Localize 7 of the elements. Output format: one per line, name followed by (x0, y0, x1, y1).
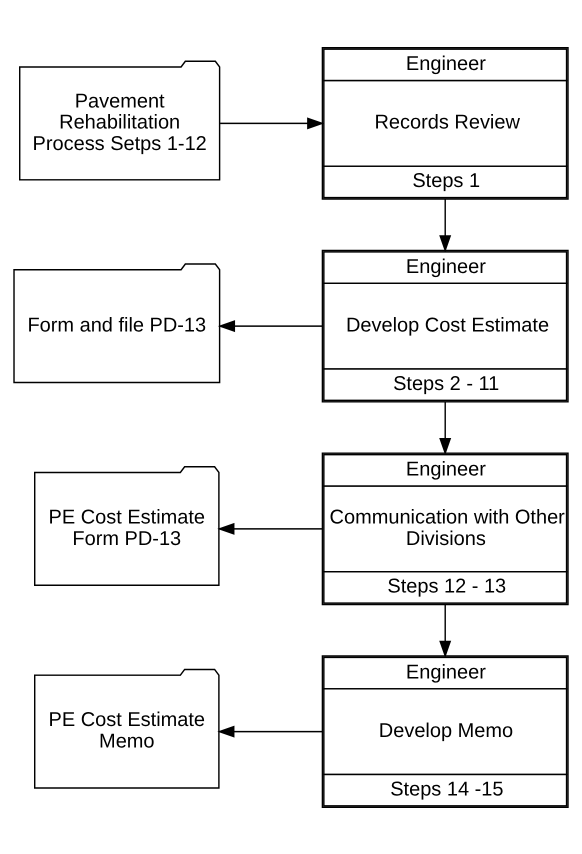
arrow (439, 401, 452, 455)
arrow (218, 320, 322, 332)
arrow (217, 725, 322, 738)
arrow (439, 604, 452, 658)
arrow (439, 198, 452, 252)
arrow (220, 116, 324, 129)
arrow (217, 522, 322, 534)
